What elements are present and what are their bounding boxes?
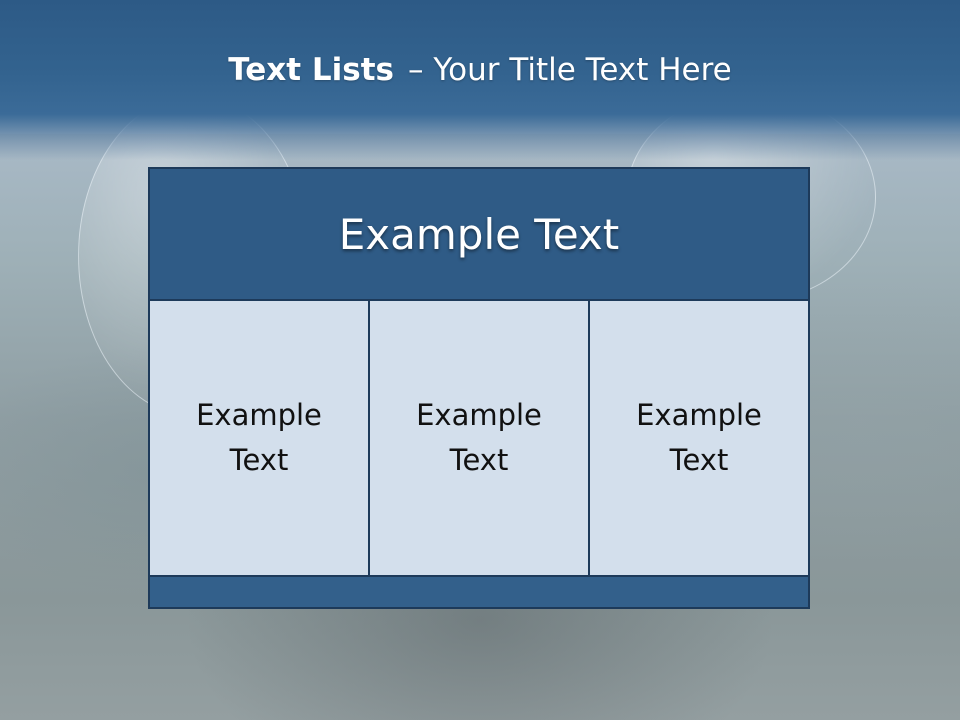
table-cell: Example Text <box>370 301 590 577</box>
slide-title-rest: – Your Title Text Here <box>408 52 732 88</box>
table-cell-text: Example Text <box>636 398 762 477</box>
table-cells-row: Example Text Example Text Example Text <box>150 301 808 577</box>
table-cell-text: Example Text <box>196 398 322 477</box>
table-header-text: Example Text <box>338 209 620 259</box>
title-band <box>0 0 960 160</box>
table-header: Example Text <box>150 169 808 301</box>
table-cell: Example Text <box>590 301 808 577</box>
table-cell: Example Text <box>150 301 370 577</box>
slide-title-bold: Text Lists <box>228 52 394 88</box>
text-list-table: Example Text Example Text Example Text E… <box>148 167 810 609</box>
table-footer-bar <box>150 577 808 607</box>
slide-title: Text Lists – Your Title Text Here <box>0 52 960 88</box>
table-cell-text: Example Text <box>416 398 542 477</box>
